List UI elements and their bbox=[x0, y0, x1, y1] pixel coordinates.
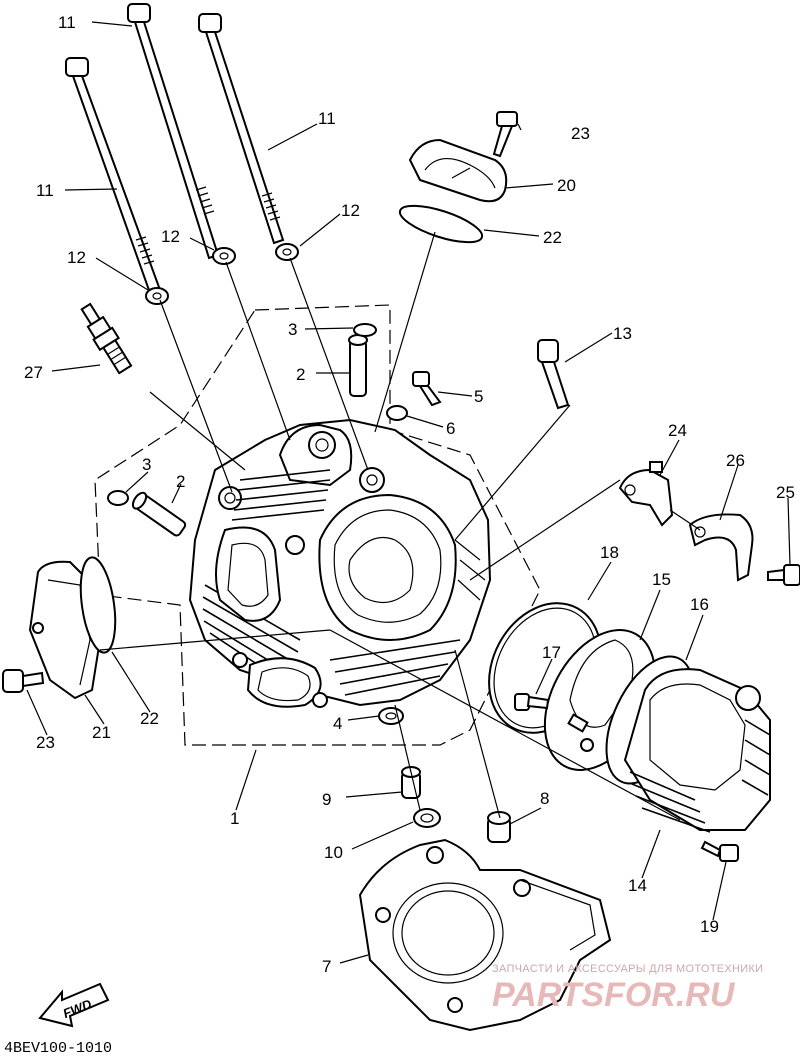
callout-16: 16 bbox=[690, 595, 709, 614]
cam-sprocket-bracket-24 bbox=[618, 461, 674, 527]
callout-labels: 11 11 11 12 12 12 23 20 22 3 2 27 13 5 6… bbox=[24, 13, 795, 976]
callout-12-left: 12 bbox=[67, 248, 86, 267]
callout-4: 4 bbox=[333, 714, 342, 733]
callout-10: 10 bbox=[324, 843, 343, 862]
washer-6 bbox=[386, 405, 408, 421]
guide-bracket-26 bbox=[688, 513, 754, 582]
tappet-cover bbox=[408, 138, 508, 203]
leader-lines bbox=[26, 21, 791, 964]
callout-9: 9 bbox=[322, 790, 331, 809]
callout-5: 5 bbox=[474, 387, 483, 406]
o-ring-10 bbox=[413, 808, 441, 828]
callout-24: 24 bbox=[668, 421, 687, 440]
cylinder-head-bolt-right bbox=[198, 13, 285, 245]
bolt-25 bbox=[767, 564, 800, 586]
callout-1: 1 bbox=[230, 809, 239, 828]
callout-21: 21 bbox=[92, 723, 111, 742]
callout-23-left: 23 bbox=[36, 733, 55, 752]
callout-14: 14 bbox=[628, 876, 647, 895]
cylinder-head-bolt-middle bbox=[127, 3, 220, 260]
callout-22-top: 22 bbox=[543, 228, 562, 247]
cylinder-head bbox=[188, 418, 492, 708]
callout-2-upper: 2 bbox=[296, 365, 305, 384]
callout-23-top: 23 bbox=[571, 124, 590, 143]
o-ring-side bbox=[79, 556, 117, 654]
callout-3-lower: 3 bbox=[142, 455, 151, 474]
callout-18: 18 bbox=[600, 543, 619, 562]
o-ring-top bbox=[398, 204, 484, 244]
callout-11-left: 11 bbox=[36, 181, 54, 200]
callout-22-left: 22 bbox=[140, 709, 159, 728]
long-bolt-13 bbox=[537, 339, 570, 410]
cylinder-head-cover-14 bbox=[623, 668, 771, 833]
tappet-cover-screw bbox=[492, 111, 518, 158]
callout-25: 25 bbox=[776, 483, 795, 502]
callout-13: 13 bbox=[613, 324, 632, 343]
diagram-code: 4BEV100-1010 bbox=[4, 1040, 112, 1056]
callout-2-lower: 2 bbox=[176, 472, 185, 491]
callout-12-right: 12 bbox=[341, 201, 360, 220]
callout-26: 26 bbox=[726, 451, 745, 470]
forward-direction-arrow: FWD bbox=[38, 982, 110, 1028]
watermark-tagline: ЗАПЧАСТИ И АКСЕССУАРЫ ДЛЯ МОТОТЕХНИКИ bbox=[492, 963, 763, 975]
callout-19: 19 bbox=[700, 917, 719, 936]
callout-27: 27 bbox=[24, 363, 43, 382]
callout-12-middle: 12 bbox=[161, 227, 180, 246]
bolt-19 bbox=[700, 840, 739, 862]
washer-left bbox=[145, 287, 169, 305]
valve-guide-lower bbox=[131, 491, 187, 537]
circlip-upper bbox=[353, 323, 377, 337]
callout-11-right: 11 bbox=[318, 109, 336, 128]
callout-11-top: 11 bbox=[58, 13, 76, 32]
watermark-logo: PARTSFOR.RU bbox=[492, 976, 736, 1014]
spark-plug bbox=[80, 302, 133, 375]
circlip-lower bbox=[107, 490, 129, 506]
callout-6: 6 bbox=[446, 419, 455, 438]
callout-7: 7 bbox=[322, 957, 331, 976]
cylinder-head-gasket bbox=[358, 838, 612, 1032]
side-cover-screw bbox=[2, 669, 45, 693]
callout-17: 17 bbox=[542, 643, 561, 662]
washer-middle bbox=[212, 247, 236, 265]
washer-right bbox=[275, 243, 299, 261]
bolt-17 bbox=[514, 693, 550, 711]
callout-20: 20 bbox=[557, 176, 576, 195]
bolt-5 bbox=[412, 371, 442, 407]
valve-guide-upper bbox=[348, 334, 368, 397]
watermark: ЗАПЧАСТИ И АКСЕССУАРЫ ДЛЯ МОТОТЕХНИКИ PA… bbox=[492, 963, 763, 1014]
callout-15: 15 bbox=[652, 570, 671, 589]
callout-3-upper: 3 bbox=[288, 320, 297, 339]
callout-8: 8 bbox=[540, 789, 549, 808]
